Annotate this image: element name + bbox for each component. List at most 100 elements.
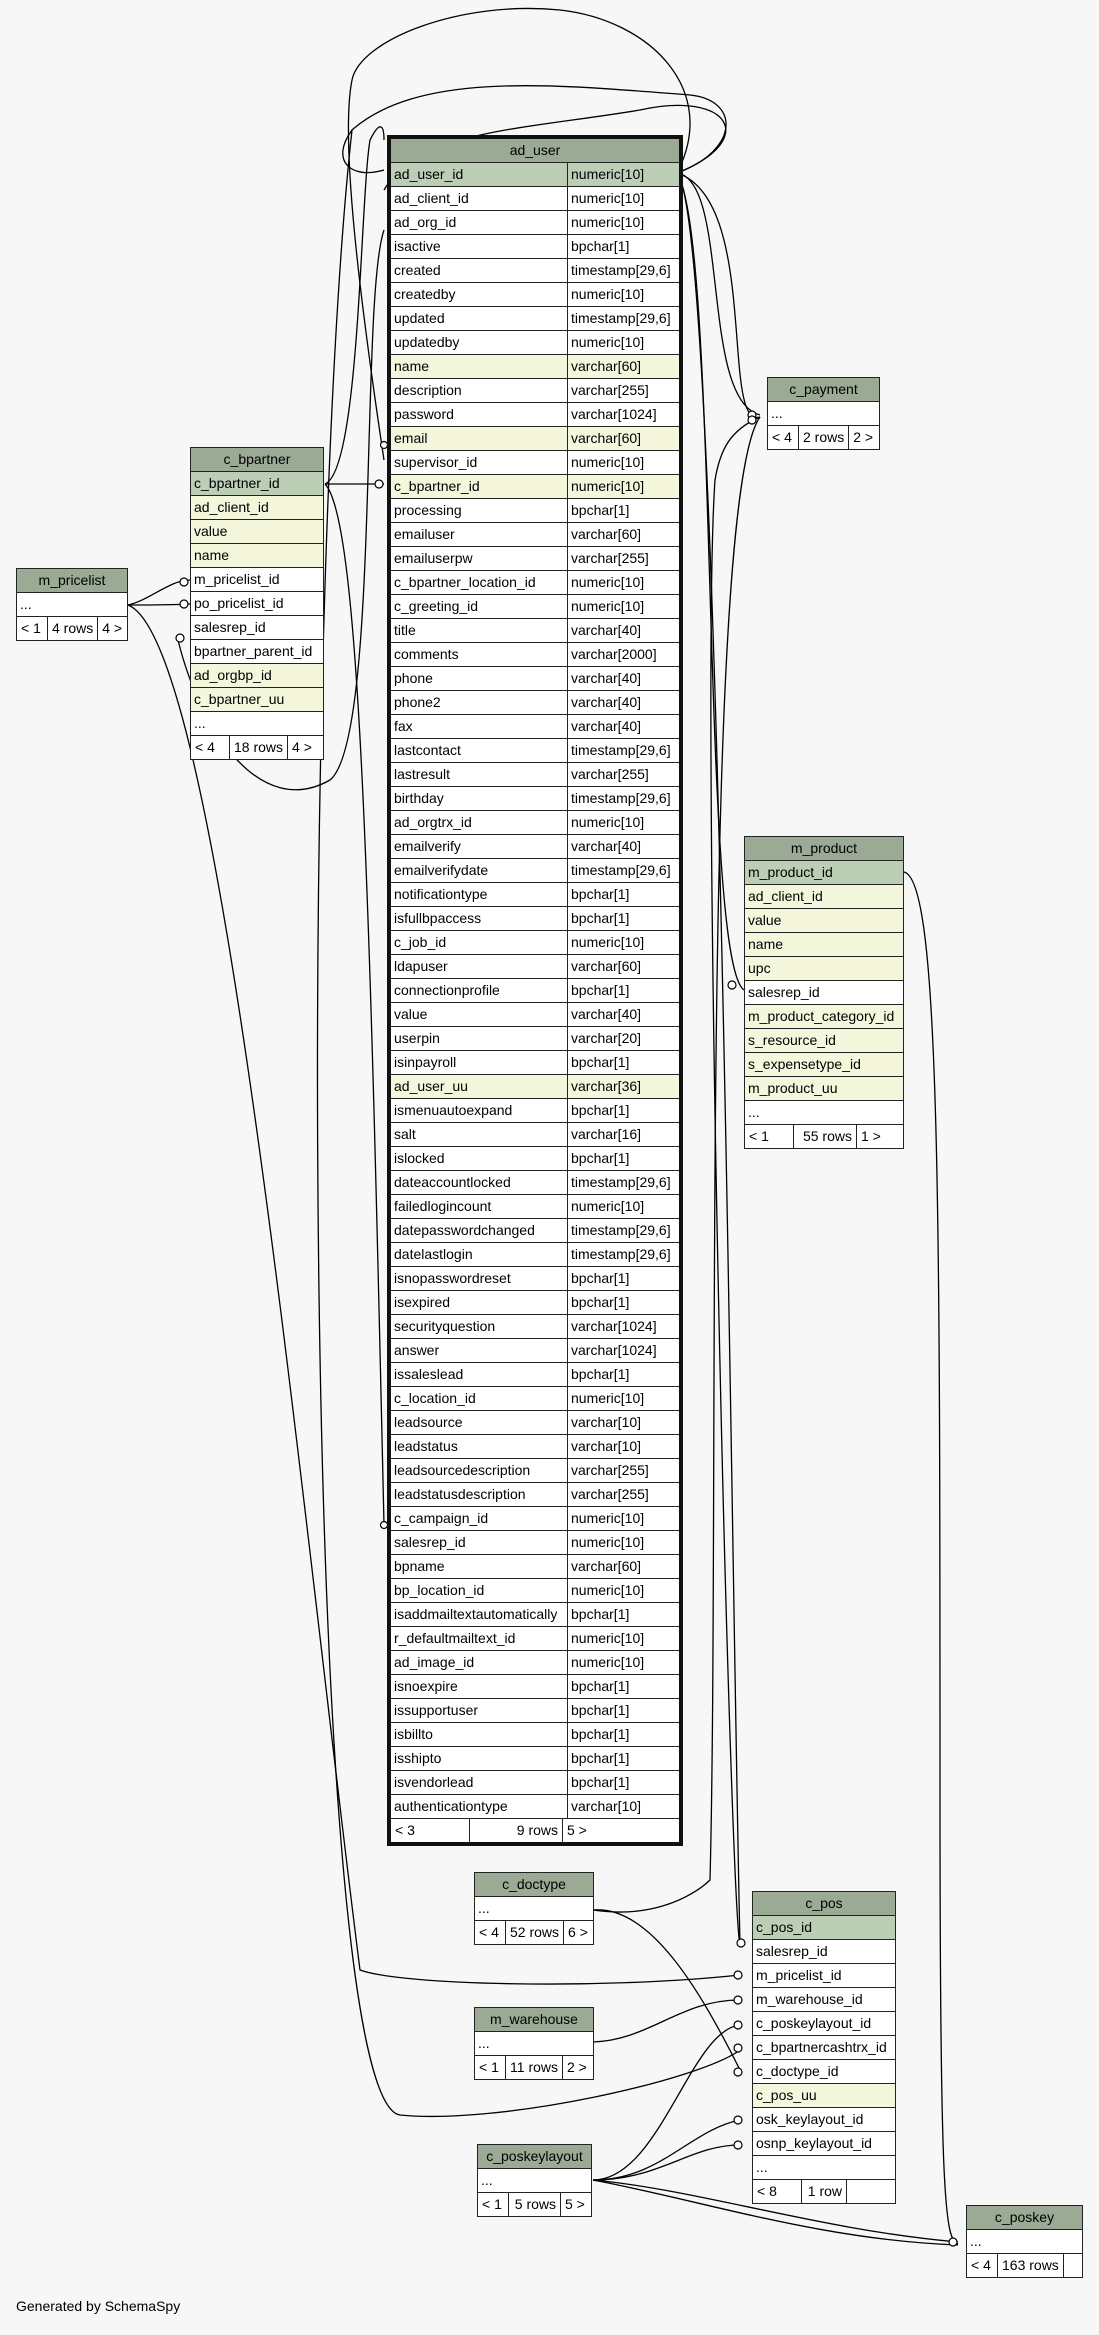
column-row[interactable]: c_pos_uu	[753, 2084, 895, 2108]
column-row[interactable]: ...	[967, 2230, 1082, 2254]
column-row[interactable]: ad_orgbp_id	[191, 664, 323, 688]
column-row[interactable]: ...	[753, 2156, 895, 2180]
prev-link[interactable]: < 4	[772, 429, 792, 445]
column-row[interactable]: s_resource_id	[745, 1029, 903, 1053]
column-row[interactable]: ...	[191, 712, 323, 736]
column-row[interactable]: c_bpartner_uu	[191, 688, 323, 712]
prev-link[interactable]: < 8	[757, 2183, 777, 2199]
column-row[interactable]: c_bpartnercashtrx_id	[753, 2036, 895, 2060]
column-row[interactable]: m_pricelist_id	[753, 1964, 895, 1988]
column-row[interactable]: ...	[17, 593, 127, 617]
column-row[interactable]: po_pricelist_id	[191, 592, 323, 616]
column-row[interactable]: ...	[745, 1101, 903, 1125]
column-row[interactable]: ...	[768, 402, 879, 426]
column-row[interactable]: s_expensetype_id	[745, 1053, 903, 1077]
prev-link[interactable]: < 1	[482, 2196, 502, 2212]
next-link[interactable]: 2 >	[848, 426, 879, 449]
column-row[interactable]: m_warehouse_id	[753, 1988, 895, 2012]
column-row[interactable]: value	[745, 909, 903, 933]
prev-link[interactable]: < 4	[195, 739, 215, 755]
column-row[interactable]: name	[745, 933, 903, 957]
prev-link[interactable]: < 1	[21, 620, 41, 636]
column-row[interactable]: salesrep_id	[191, 616, 323, 640]
column-row[interactable]: ...	[478, 2169, 591, 2193]
next-link[interactable]	[1062, 2254, 1090, 2277]
column-row[interactable]: m_product_uu	[745, 1077, 903, 1101]
prev-link[interactable]: < 4	[971, 2257, 991, 2273]
column-row[interactable]: c_doctype_id	[753, 2060, 895, 2084]
next-link[interactable]: 1 >	[856, 1125, 903, 1148]
prev-link[interactable]: < 4	[479, 1924, 499, 1940]
column-row[interactable]: m_product_id	[745, 861, 903, 885]
next-link[interactable]: 2 >	[562, 2056, 593, 2079]
next-link[interactable]: 4 >	[97, 617, 128, 640]
column-row[interactable]: salesrep_id	[745, 981, 903, 1005]
column-row[interactable]: bpartner_parent_id	[191, 640, 323, 664]
column-row[interactable]: osnp_keylayout_id	[753, 2132, 895, 2156]
next-link[interactable]: 5 >	[560, 2193, 591, 2216]
next-link[interactable]: 4 >	[287, 736, 326, 759]
column-row[interactable]: osk_keylayout_id	[753, 2108, 895, 2132]
column-row[interactable]: upc	[745, 957, 903, 981]
column-row[interactable]: c_pos_id	[753, 1916, 895, 1940]
next-link[interactable]	[846, 2180, 895, 2203]
column-row[interactable]: value	[191, 520, 323, 544]
column-row[interactable]: salesrep_id	[753, 1940, 895, 1964]
column-row[interactable]: c_poskeylayout_id	[753, 2012, 895, 2036]
